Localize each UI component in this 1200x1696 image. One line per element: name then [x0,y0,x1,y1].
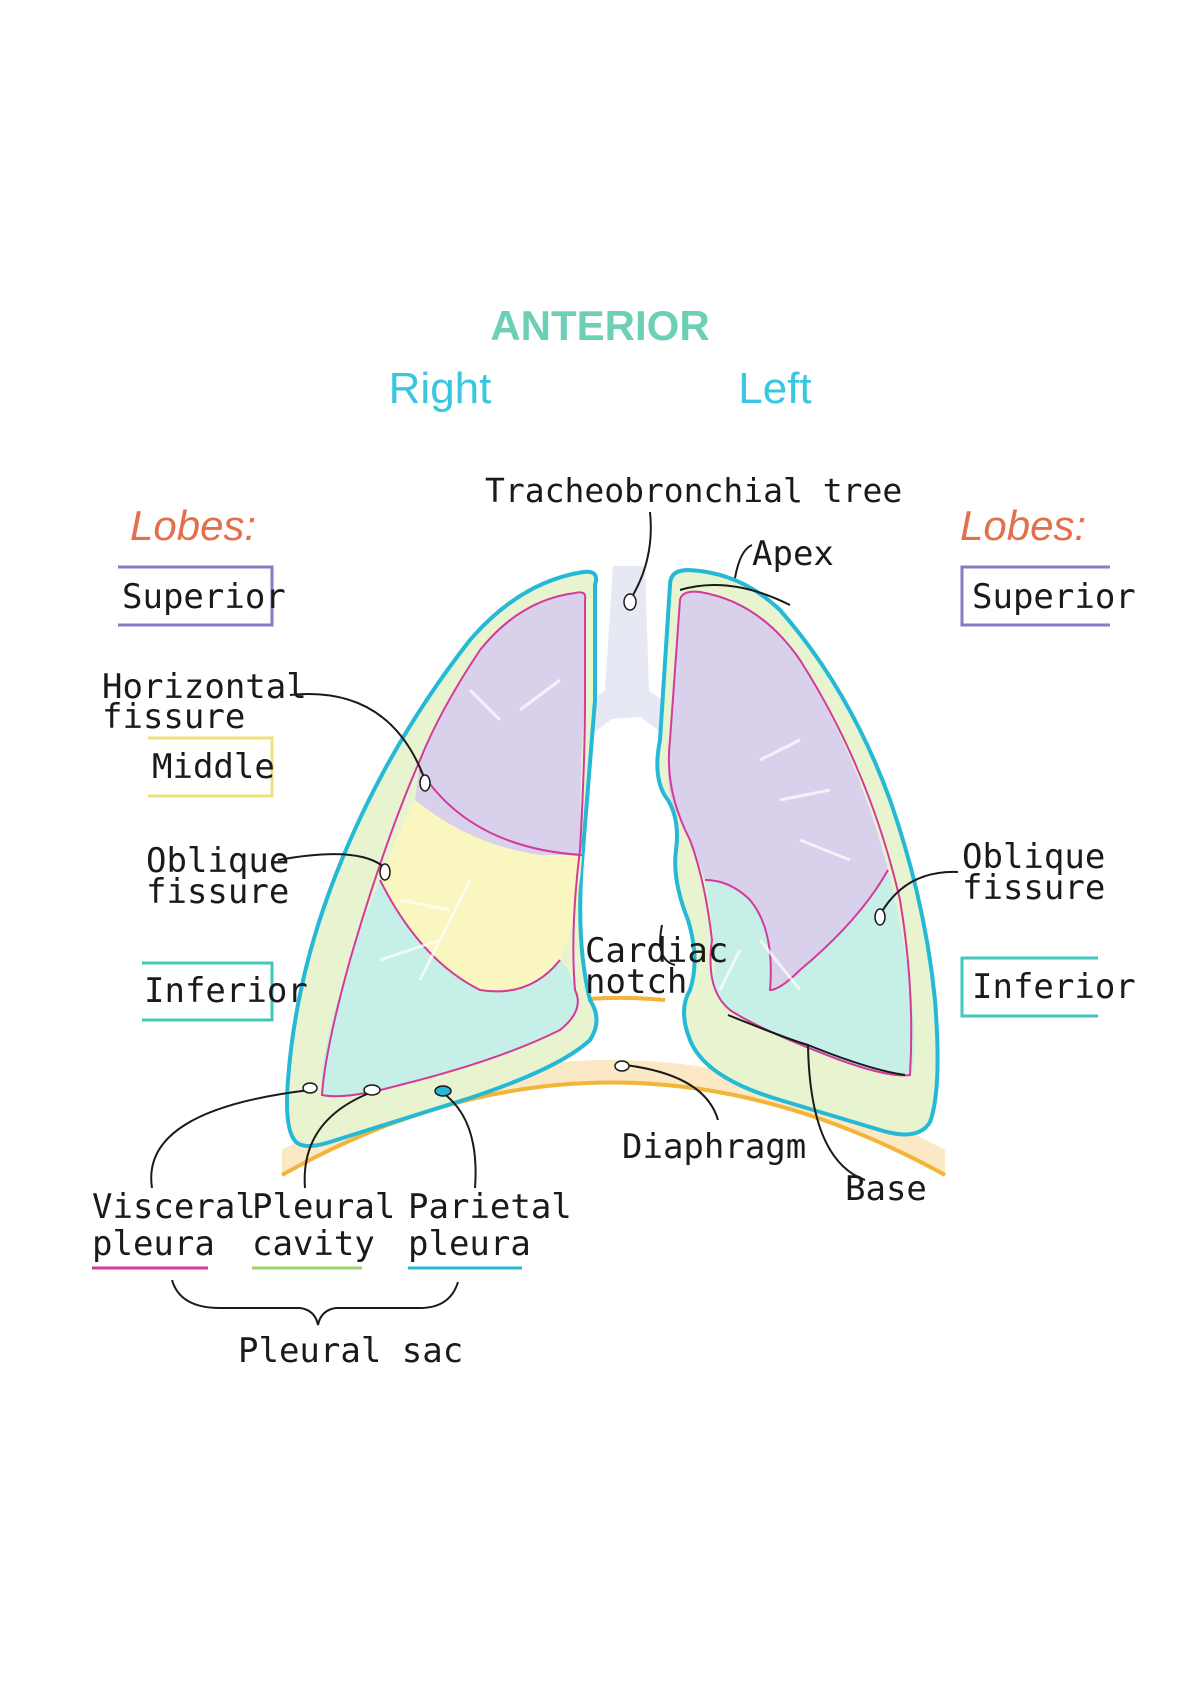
right-oblique-fissure-label-1: Oblique [146,841,289,881]
pleural-sac-label: Pleural sac [238,1331,463,1371]
visceral-pleura-label-2: pleura [92,1224,215,1264]
pleural-cavity-label-1: Pleural [252,1187,395,1227]
base-label: Base [845,1169,927,1209]
view-title: ANTERIOR [490,302,709,349]
lobes-heading-left: Lobes: [960,502,1086,549]
horizontal-fissure-label-1: Horizontal [102,667,307,707]
right-visceral-pleura [320,591,587,1098]
parietal-pleura-label-2: pleura [408,1224,531,1264]
right-lobe-superior-label: Superior [122,577,286,617]
right-lobe-middle-box: Middle [148,736,275,798]
apex-label: Apex [752,534,834,574]
right-lobe-inferior-label: Inferior [144,971,308,1011]
cardiac-notch-label-2: notch [585,962,687,1002]
left-oblique-fissure-label-1: Oblique [962,837,1105,877]
right-inferior-lobe [321,880,578,1097]
right-lobe-middle-label: Middle [152,747,275,787]
left-side-label: Left [738,364,811,413]
left-lobe-superior-label: Superior [972,577,1136,617]
left-inferior-lobe [705,870,915,1076]
leader-lines [150,511,959,1189]
pleural-cavity-label-2: cavity [252,1224,375,1264]
diaphragm-label: Diaphragm [622,1127,806,1167]
left-lobe-inferior-label: Inferior [972,967,1136,1007]
left-lobe-inferior-box: Inferior [960,956,1136,1018]
left-lobe-superior-box: Superior [960,565,1136,627]
lobes-heading-right: Lobes: [130,502,256,549]
visceral-pleura-label-1: Visceral [92,1187,256,1227]
left-oblique-fissure-label-2: fissure [962,868,1105,908]
right-superior-lobe [415,592,586,855]
pleural-sac-brace [171,1279,459,1326]
right-lung [285,569,599,1148]
cardiac-notch-label-1: Cardiac [585,931,728,971]
horizontal-fissure-label-2: fissure [102,697,245,737]
parietal-pleura-label-1: Parietal [408,1187,572,1227]
left-superior-lobe [667,591,888,990]
left-visceral-pleura [667,590,913,1077]
marker-circles [302,593,886,1097]
right-side-label: Right [389,364,492,413]
left-lung [655,567,940,1137]
right-oblique-fissure-label-2: fissure [146,872,289,912]
right-lobe-inferior-box: Inferior [142,961,308,1022]
tracheobronchial-tree-label: Tracheobronchial tree [485,471,902,510]
right-lobe-superior-box: Superior [118,565,286,627]
